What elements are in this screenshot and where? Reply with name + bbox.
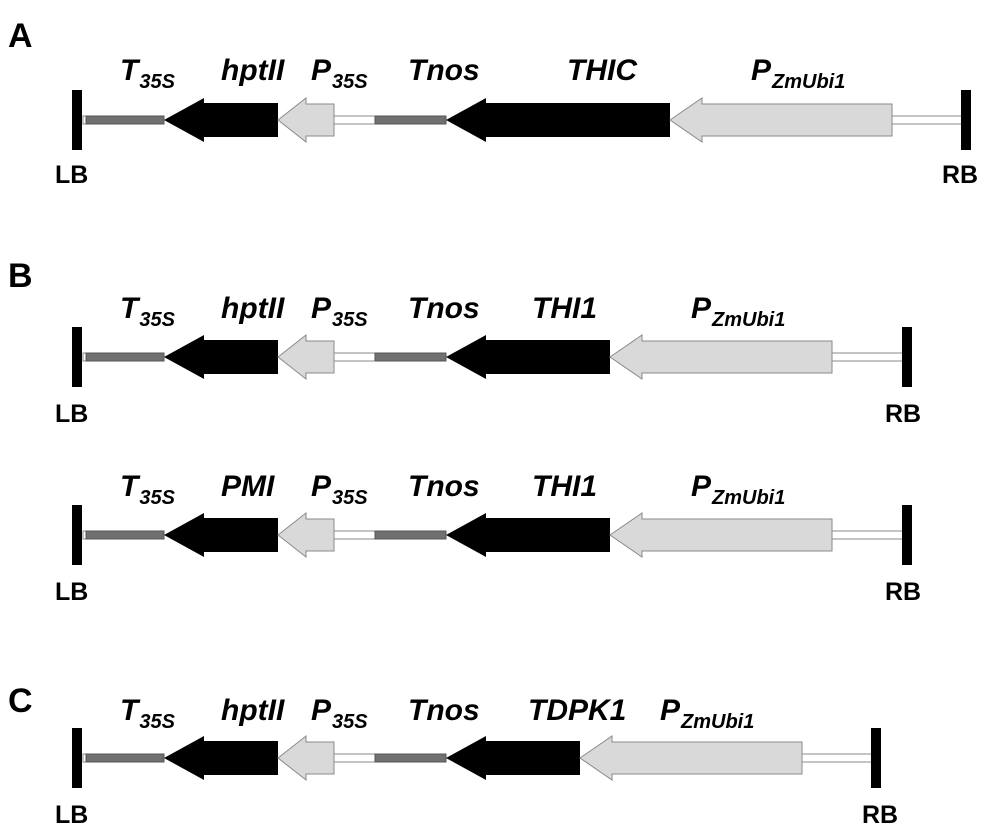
terminator-t35s: [85, 352, 165, 362]
terminator-tnos: [374, 115, 447, 125]
element-label-gene: THI1: [532, 470, 597, 503]
right-border-bar: [961, 90, 971, 150]
right-border-bar: [902, 505, 912, 565]
spacer-line: [801, 753, 874, 763]
left-border-label: LB: [55, 400, 88, 428]
right-border-label: RB: [885, 400, 921, 428]
spacer-line: [891, 115, 964, 125]
terminator-t35s: [85, 530, 165, 540]
left-border-label: LB: [55, 161, 88, 189]
left-border-bar: [72, 327, 82, 387]
spacer-line: [333, 530, 376, 540]
left-border-bar: [72, 505, 82, 565]
promoter-pzmubi1: [609, 512, 833, 558]
gene-arrow-target: [446, 335, 610, 379]
construct-b-2: LB RB T35S PMI P35S Tnos THI1 PZmUbi1: [55, 470, 921, 606]
right-border-label: RB: [942, 161, 978, 189]
construct-a-1: LB RB T35S hptII P35S Tnos THIC PZmUbi1: [55, 54, 978, 189]
gene-arrow-target: [446, 98, 670, 142]
element-label-promoter: P35S: [311, 470, 368, 509]
element-label-gene: PMI: [221, 470, 275, 503]
construct-b-1: LB RB T35S hptII P35S Tnos THI1 PZmUbi1: [55, 292, 921, 428]
promoter-pzmubi1: [609, 334, 833, 380]
element-label-promoter: P35S: [311, 694, 368, 733]
element-label-terminator: T35S: [120, 292, 176, 331]
element-label-gene: hptII: [221, 292, 285, 325]
promoter-pzmubi1: [669, 97, 893, 143]
element-label-promoter: P35S: [311, 54, 368, 93]
element-label-promoter: P35S: [311, 292, 368, 331]
gene-arrow-marker: [164, 513, 278, 557]
left-border-label: LB: [55, 801, 88, 829]
spacer-line: [831, 530, 905, 540]
left-border-bar: [72, 90, 82, 150]
panel-letter-c: C: [8, 682, 33, 720]
terminator-t35s: [85, 115, 165, 125]
element-label-gene: hptII: [221, 54, 285, 87]
spacer-line: [333, 115, 376, 125]
right-border-bar: [902, 327, 912, 387]
promoter-p35s: [277, 96, 335, 144]
terminator-t35s: [85, 753, 165, 763]
element-label-promoter: PZmUbi1: [691, 470, 785, 509]
element-label-gene: THIC: [567, 54, 638, 87]
terminator-tnos: [374, 352, 447, 362]
element-label-promoter: PZmUbi1: [660, 694, 754, 733]
left-border-label: LB: [55, 578, 88, 606]
element-label-terminator: Tnos: [408, 470, 480, 503]
element-label-gene: hptII: [221, 694, 285, 727]
terminator-tnos: [374, 753, 447, 763]
element-label-promoter: PZmUbi1: [751, 54, 845, 93]
promoter-p35s: [277, 333, 335, 381]
element-label-promoter: PZmUbi1: [691, 292, 785, 331]
panel-letter-a: A: [8, 17, 33, 55]
right-border-bar: [871, 728, 881, 788]
gene-arrow-target: [446, 513, 610, 557]
element-label-terminator: T35S: [120, 470, 176, 509]
gene-arrow-marker: [164, 736, 278, 780]
element-label-terminator: Tnos: [408, 54, 480, 87]
spacer-line: [831, 352, 905, 362]
element-label-gene: TDPK1: [528, 694, 626, 727]
construct-c-1: LB RB T35S hptII P35S Tnos TDPK1 PZmUbi1: [55, 694, 898, 829]
element-label-terminator: Tnos: [408, 292, 480, 325]
promoter-p35s: [277, 734, 335, 782]
terminator-tnos: [374, 530, 447, 540]
spacer-line: [333, 753, 376, 763]
promoter-p35s: [277, 511, 335, 559]
gene-arrow-marker: [164, 335, 278, 379]
element-label-gene: THI1: [532, 292, 597, 325]
element-label-terminator: Tnos: [408, 694, 480, 727]
right-border-label: RB: [885, 578, 921, 606]
gene-arrow-target: [446, 736, 580, 780]
element-label-terminator: T35S: [120, 54, 176, 93]
promoter-pzmubi1: [579, 735, 803, 781]
spacer-line: [333, 352, 376, 362]
element-label-terminator: T35S: [120, 694, 176, 733]
left-border-bar: [72, 728, 82, 788]
right-border-label: RB: [862, 801, 898, 829]
gene-arrow-marker: [164, 98, 278, 142]
panel-letter-b: B: [8, 257, 33, 295]
